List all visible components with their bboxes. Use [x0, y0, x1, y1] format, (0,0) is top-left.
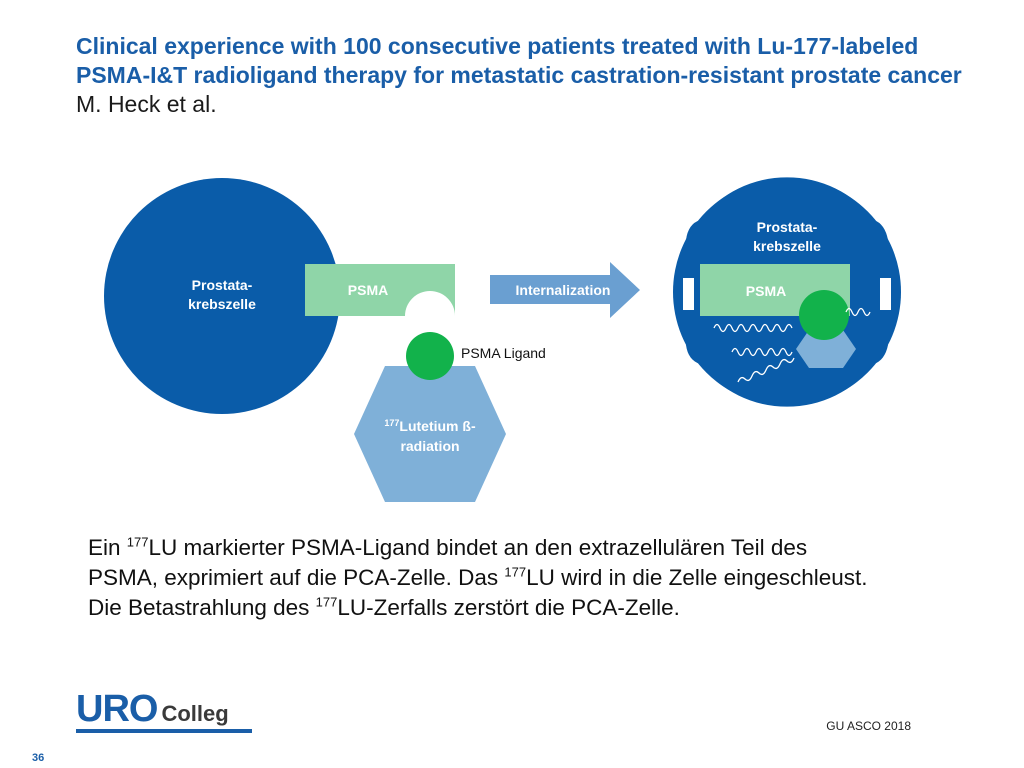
title-main: Clinical experience with 100 consecutive…	[76, 33, 962, 88]
explanation-line-1: Ein 177LU markierter PSMA-Ligand bindet …	[88, 533, 988, 563]
logo-colleg-text: Colleg	[161, 701, 229, 726]
lutetium-hexagon	[354, 366, 506, 502]
internalized-lutetium-hexagon	[796, 330, 856, 368]
left-cell-label-line1: Prostata-	[192, 277, 253, 293]
text-segment: PSMA, exprimiert auf die PCA-Zelle. Das	[88, 565, 505, 590]
explanation-line-2: PSMA, exprimiert auf die PCA-Zelle. Das …	[88, 563, 988, 593]
psma-right-label: PSMA	[746, 283, 786, 299]
source-citation: GU ASCO 2018	[826, 719, 911, 733]
lutetium-superscript: 177	[384, 418, 399, 428]
psma-ligand-circle	[406, 332, 454, 380]
logo-underline	[76, 729, 252, 733]
internalized-ligand-circle	[799, 290, 849, 340]
text-segment: LU-Zerfalls zerstört die PCA-Zelle.	[337, 595, 680, 620]
internalization-arrow	[490, 262, 640, 318]
text-segment: LU wird in die Zelle eingeschleust.	[526, 565, 868, 590]
internalization-label: Internalization	[516, 282, 611, 298]
right-cell-label-line2: krebszelle	[753, 238, 821, 254]
beta-radiation-wave	[713, 323, 793, 333]
right-cell-membrane-notch	[683, 278, 694, 310]
text-segment: LU markierter PSMA-Ligand bindet an den …	[148, 535, 808, 560]
explanation-text: Ein 177LU markierter PSMA-Ligand bindet …	[88, 533, 988, 623]
lutetium-text: Lutetium ß-	[399, 418, 476, 434]
text-segment: Die Betastrahlung des	[88, 595, 316, 620]
isotope-superscript: 177	[315, 594, 338, 610]
right-cell-membrane-notch	[880, 278, 891, 310]
logo-uro-text: URO	[76, 688, 158, 730]
title-author: M. Heck et al.	[76, 91, 217, 117]
slide-title: Clinical experience with 100 consecutive…	[76, 32, 976, 119]
lutetium-label-line2: radiation	[400, 438, 459, 454]
lutetium-label-line1: 177Lutetium ß-	[384, 418, 476, 434]
psma-ligand-label: PSMA Ligand	[461, 345, 546, 361]
left-cancer-cell	[104, 178, 340, 414]
isotope-superscript: 177	[504, 564, 527, 580]
text-segment: Ein	[88, 535, 127, 560]
mechanism-diagram: Prostata- krebszelle PSMA 177Lutetium ß-…	[104, 177, 901, 502]
beta-radiation-wave	[845, 307, 871, 317]
beta-radiation-wave	[737, 357, 795, 383]
explanation-line-3: Die Betastrahlung des 177LU-Zerfalls zer…	[88, 593, 988, 623]
isotope-superscript: 177	[126, 534, 149, 550]
page-number: 36	[32, 752, 45, 764]
right-cell-label-line1: Prostata-	[757, 219, 818, 235]
left-cell-label-line2: krebszelle	[188, 296, 256, 312]
beta-radiation-wave	[731, 347, 793, 357]
psma-receptor-left	[305, 264, 455, 316]
psma-left-label: PSMA	[348, 282, 388, 298]
